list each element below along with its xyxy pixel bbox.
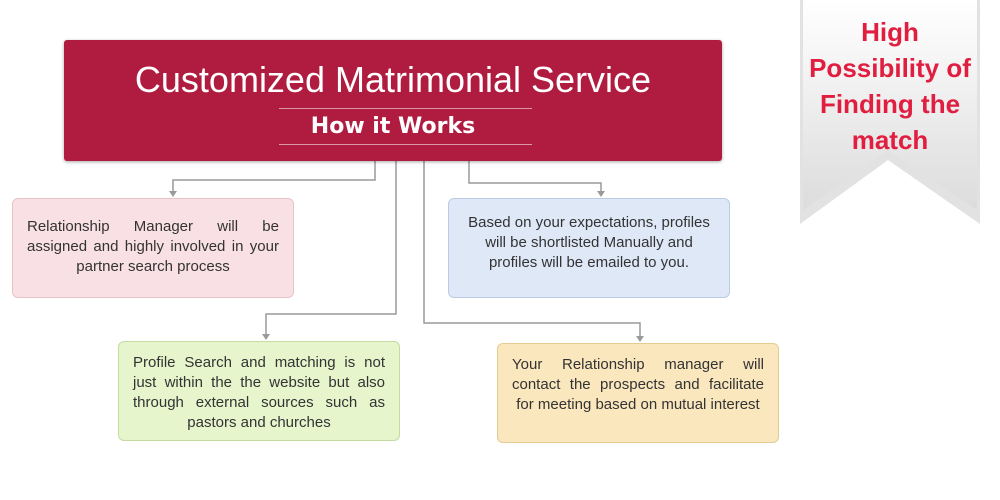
title-banner: Customized Matrimonial Service How it Wo… <box>64 40 722 161</box>
page-subtitle: How it Works <box>310 114 476 139</box>
arrowhead-step-1 <box>169 191 177 197</box>
ribbon-banner: High Possibility of Finding the match <box>800 0 980 232</box>
connector-step-1 <box>172 161 376 192</box>
step-text: Your Relationship manager will contact t… <box>512 356 764 413</box>
title-divider-bottom <box>279 144 532 145</box>
connector-step-3 <box>265 161 397 335</box>
step-box-relationship-manager: Relationship Manager will be assigned an… <box>12 198 294 298</box>
connector-step-2 <box>468 161 602 192</box>
ribbon-shape <box>800 0 980 224</box>
connector-step-4 <box>423 161 641 337</box>
step-text: Based on your expectations, profiles wil… <box>468 214 710 271</box>
arrowhead-step-3 <box>262 334 270 340</box>
arrowhead-step-2 <box>597 191 605 197</box>
title-divider-top <box>279 108 532 109</box>
page-title: Customized Matrimonial Service <box>134 59 652 100</box>
step-box-shortlisted-profiles: Based on your expectations, profiles wil… <box>448 198 730 298</box>
step-box-profile-search: Profile Search and matching is not just … <box>118 341 400 441</box>
arrowhead-step-4 <box>636 336 644 342</box>
ribbon-text: High Possibility of Finding the match <box>809 17 971 155</box>
step-text: Relationship Manager will be assigned an… <box>27 218 279 275</box>
step-text: Profile Search and matching is not just … <box>133 354 385 431</box>
step-box-contact-prospects: Your Relationship manager will contact t… <box>497 343 779 443</box>
